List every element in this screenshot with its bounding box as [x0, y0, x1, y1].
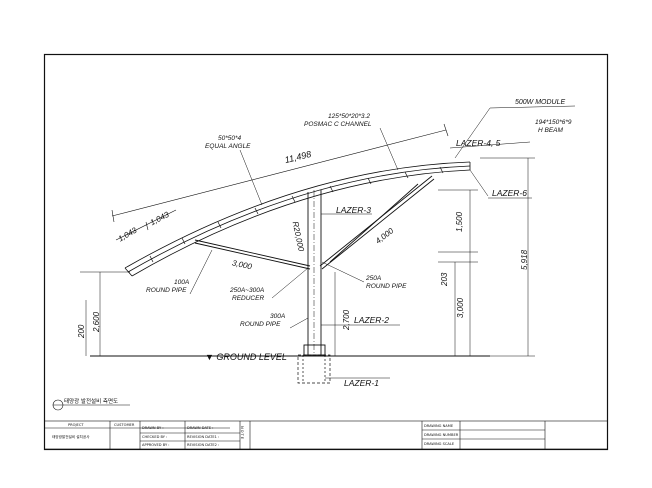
label-angle: EQUAL ANGLE [205, 143, 251, 150]
dim-2600: 2,600 [92, 311, 101, 333]
label-lazer-2: LAZER-2 [354, 315, 389, 325]
label-reducer: REDUCER [232, 295, 264, 302]
dim-203: 203 [440, 272, 449, 287]
label-lazer-3: LAZER-3 [336, 205, 371, 215]
title-block [44, 420, 608, 450]
tb-checked-by: CHECKED BY : [142, 435, 167, 439]
tb-drawing-name: DRAWING NAME [424, 424, 454, 428]
tb-project-label: PROJECT [68, 423, 84, 427]
main-column [303, 190, 326, 356]
dim-3000-right: 3,000 [456, 297, 465, 318]
label-lazer-6: LAZER-6 [492, 188, 527, 198]
label-hbeam-size: 194*150*6*9 [535, 119, 572, 126]
label-cchannel: POSMAC C CHANNEL [304, 121, 372, 128]
label-radius: R20,000 [291, 221, 306, 253]
tb-drawing-scale: DRAWING SCALE [424, 442, 455, 446]
label-module: 500W MODULE [515, 99, 566, 106]
label-pipe100: ROUND PIPE [146, 287, 187, 294]
braces [194, 175, 435, 270]
dim-1043-a: 1,043 [117, 225, 139, 243]
label-cchannel-size: 125*50*20*3.2 [328, 113, 370, 120]
tb-note: NOTE [240, 426, 244, 440]
label-pipe300: ROUND PIPE [240, 321, 281, 328]
label-lazer-1: LAZER-1 [344, 378, 379, 388]
dim-2700: 2,700 [342, 309, 351, 331]
roof-beam [124, 161, 471, 277]
dim-4000-brace: 4,000 [374, 226, 396, 246]
dim-1500: 1,500 [455, 211, 464, 232]
ground-level-label: ▼ GROUND LEVEL [205, 352, 287, 362]
drawing-border [43, 53, 609, 451]
tb-customer-label: CUSTOMER [114, 423, 135, 427]
tb-drawing-number: DRAWING NUMBER [424, 433, 459, 437]
tb-revision-date2: REVISION DATE2 : [187, 443, 219, 447]
label-lazer-45: LAZER-4, 5 [456, 138, 501, 148]
dim-11498: 11,498 [284, 149, 312, 165]
label-pipe250: ROUND PIPE [366, 283, 407, 290]
tb-project-value: 태양광발전설비 설치공사 [52, 434, 90, 439]
dim-panel [115, 209, 177, 241]
dim-200: 200 [77, 324, 86, 339]
caption-text: 태양광 발전설비 측면도 [64, 397, 118, 405]
label-angle-size: 50*50*4 [218, 135, 242, 142]
dim-total-length [111, 123, 449, 223]
tb-revision-date1: REVISION DATE1 : [187, 435, 219, 439]
tb-approved-by: APPROVED BY : [142, 443, 170, 447]
tb-drawn-by: DRAWN BY : [142, 426, 164, 430]
label-reducer-size: 250A~300A [229, 287, 264, 294]
dim-3000-brace: 3,000 [231, 258, 253, 271]
label-hbeam: H BEAM [538, 127, 564, 134]
foundation [297, 354, 331, 384]
label-pipe300-size: 300A [270, 313, 285, 320]
label-pipe100-size: 100A [174, 279, 189, 286]
dim-5918: 5,918 [520, 249, 529, 270]
label-pipe250-size: 250A [365, 275, 381, 282]
dim-vertical-right [438, 157, 535, 357]
dim-1043-b: 1,043 [149, 210, 171, 228]
dim-vertical-left [80, 271, 130, 356]
tb-drawn-date: DRAWN DATE : [187, 426, 213, 430]
purlin-ticks [149, 166, 444, 263]
